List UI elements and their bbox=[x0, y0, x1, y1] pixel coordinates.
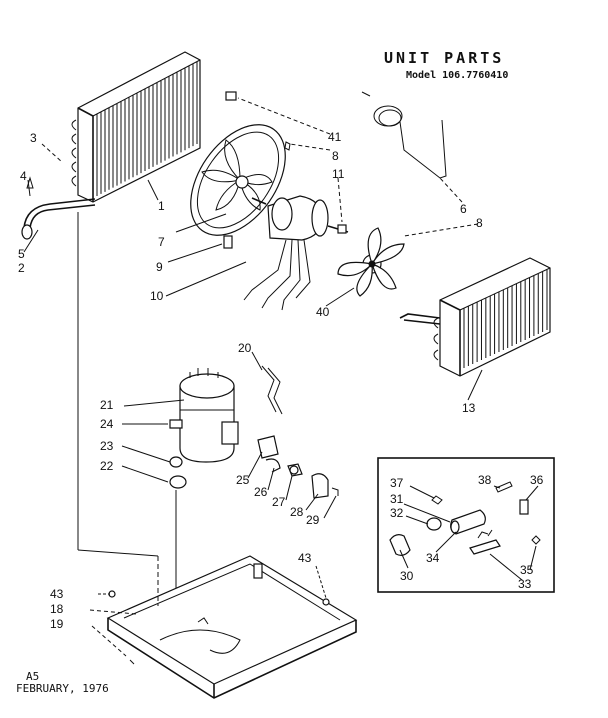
callout-25: 25 bbox=[236, 473, 250, 487]
compressor-electrical-parts bbox=[257, 435, 339, 499]
compressor bbox=[179, 368, 239, 463]
mounting-grommets bbox=[169, 419, 187, 600]
callout-29: 29 bbox=[306, 513, 320, 527]
callout-43-right: 43 bbox=[298, 551, 312, 565]
callout-7: 7 bbox=[158, 235, 165, 249]
callout-23: 23 bbox=[100, 439, 114, 453]
leader-lines bbox=[23, 97, 539, 657]
footer-date: FEBRUARY, 1976 bbox=[16, 682, 109, 695]
callout-37: 37 bbox=[390, 476, 404, 490]
callout-1: 1 bbox=[158, 199, 165, 213]
callout-10: 10 bbox=[150, 289, 164, 303]
callout-31: 31 bbox=[390, 492, 404, 506]
callout-6: 6 bbox=[460, 202, 467, 216]
callout-8-upper: 8 bbox=[332, 149, 339, 163]
callout-26: 26 bbox=[254, 485, 268, 499]
blower-shroud bbox=[190, 124, 291, 249]
callout-41: 41 bbox=[328, 130, 342, 144]
base-pan bbox=[106, 555, 358, 699]
callout-28: 28 bbox=[290, 505, 304, 519]
callout-9: 9 bbox=[156, 260, 163, 274]
clip-part bbox=[225, 91, 237, 101]
fan-motor bbox=[243, 195, 349, 311]
condenser-coil bbox=[399, 257, 551, 377]
callout-30: 30 bbox=[400, 569, 414, 583]
callout-40: 40 bbox=[316, 305, 330, 319]
callout-11: 11 bbox=[332, 167, 345, 181]
callout-24: 24 bbox=[100, 417, 114, 431]
callout-20: 20 bbox=[238, 341, 252, 355]
callout-13: 13 bbox=[462, 401, 476, 415]
callout-8-lower: 8 bbox=[476, 216, 483, 230]
diagram-title: UNIT PARTS bbox=[384, 49, 504, 67]
inset-box bbox=[377, 457, 555, 593]
condenser-fan bbox=[337, 227, 405, 297]
capillary-tube bbox=[361, 91, 447, 179]
callout-22: 22 bbox=[100, 459, 114, 473]
callout-21: 21 bbox=[100, 398, 114, 412]
callout-32: 32 bbox=[390, 506, 404, 520]
callout-34: 34 bbox=[426, 551, 440, 565]
callout-3: 3 bbox=[30, 131, 37, 145]
callout-5: 5 bbox=[18, 247, 25, 261]
callout-38: 38 bbox=[478, 473, 492, 487]
callout-35: 35 bbox=[520, 563, 534, 577]
callout-18: 18 bbox=[50, 602, 64, 616]
suction-line bbox=[21, 176, 96, 240]
callout-2: 2 bbox=[18, 261, 25, 275]
callout-4: 4 bbox=[20, 169, 27, 183]
model-number: Model 106.7760410 bbox=[406, 70, 508, 81]
wire-harness bbox=[261, 365, 283, 415]
callout-33: 33 bbox=[518, 577, 532, 591]
inset-electrical-parts bbox=[389, 481, 541, 556]
evaporator-coil bbox=[71, 51, 201, 203]
footer-code: A5 bbox=[26, 670, 39, 683]
callout-43-left: 43 bbox=[50, 587, 64, 601]
callout-27: 27 bbox=[272, 495, 286, 509]
callout-19: 19 bbox=[50, 617, 64, 631]
callout-numbers: 3 4 5 2 1 7 9 10 41 8 11 6 8 40 13 20 21… bbox=[18, 130, 544, 631]
callout-36: 36 bbox=[530, 473, 544, 487]
